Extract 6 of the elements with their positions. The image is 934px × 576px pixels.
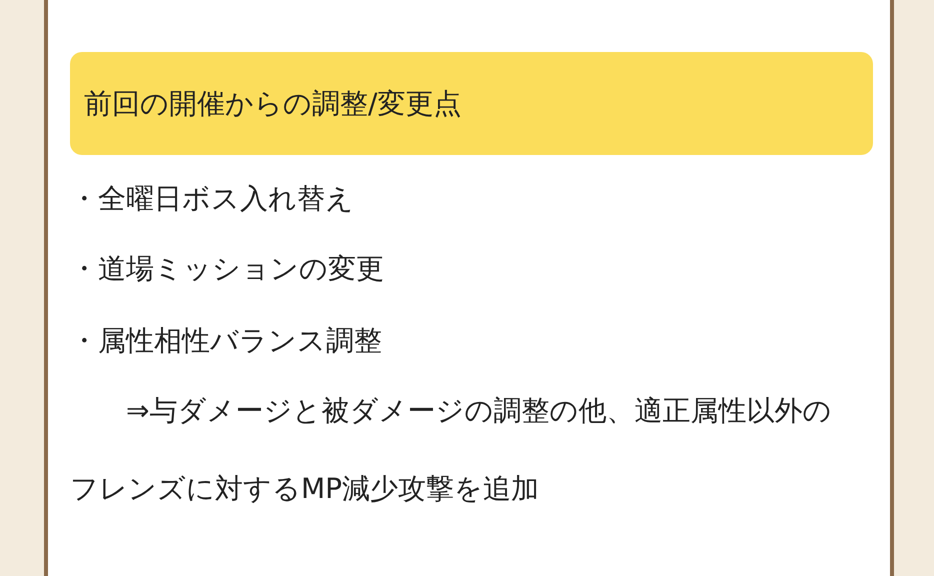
bullet-item: ・属性相性バランス調整: [70, 323, 383, 359]
bullet-item: ・全曜日ボス入れ替え: [70, 181, 355, 217]
note-text: ⇒与ダメージと被ダメージの調整の他、適正属性以外のフレンズに対するMP減少攻撃を追加: [70, 393, 832, 507]
bullet-item: ・道場ミッションの変更: [70, 251, 385, 287]
heading-text: 前回の開催からの調整/変更点: [84, 86, 462, 122]
heading-band: [70, 52, 873, 155]
